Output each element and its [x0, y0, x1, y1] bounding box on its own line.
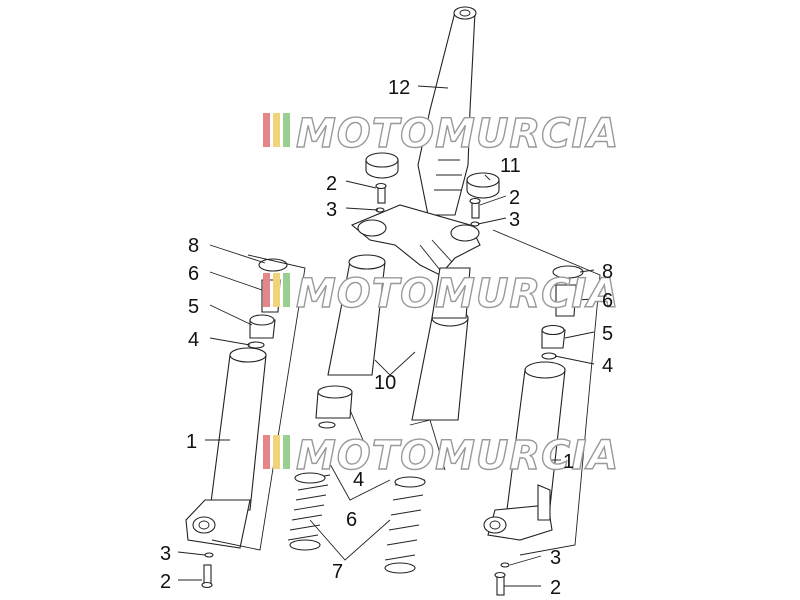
watermark-bottom: MOTOMURCIA	[263, 432, 619, 480]
callout-4-right: 4	[602, 355, 613, 377]
damper-tube-center	[327, 254, 386, 376]
callout-2-top-left: 2	[326, 173, 337, 195]
bolt-top-left	[375, 182, 387, 213]
callout-2-bottom-left: 2	[160, 571, 171, 593]
watermark-text: MOTOMURCIA	[296, 433, 619, 479]
callout-4-center: 4	[353, 469, 364, 491]
watermark-stripe-3	[283, 435, 290, 469]
callout-2-top-right: 2	[509, 187, 520, 209]
watermark-stripe-2	[273, 273, 280, 307]
watermark-stripe-1	[263, 435, 270, 469]
callout-2-bottom-right: 2	[550, 577, 561, 599]
callout-1-right: 1	[563, 451, 574, 473]
callout-3-bottom-right: 3	[550, 547, 561, 569]
leader-lines	[177, 85, 595, 587]
watermark-stripe-3	[283, 273, 290, 307]
seal-stack-right	[541, 265, 584, 360]
callout-5-right: 5	[602, 323, 613, 345]
steering-tube	[417, 6, 477, 216]
lower-center-tube	[411, 267, 471, 421]
spring-left	[287, 472, 331, 551]
callout-6-center: 6	[346, 509, 357, 531]
watermark-text: MOTOMURCIA	[296, 271, 619, 317]
callout-10: 10	[374, 372, 396, 394]
cap-right	[466, 172, 500, 199]
callout-11: 11	[500, 155, 521, 177]
callout-4-left: 4	[188, 329, 199, 351]
callout-3-top-right: 3	[509, 209, 520, 231]
watermark-stripe-3	[283, 113, 290, 147]
callout-3-bottom-left: 3	[160, 543, 171, 565]
cap-left	[365, 152, 399, 179]
watermark-stripe-1	[263, 273, 270, 307]
watermark-top: MOTOMURCIA	[263, 110, 619, 158]
watermark-text: MOTOMURCIA	[296, 111, 619, 157]
watermark-stripe-1	[263, 113, 270, 147]
bolt-bottom-left	[201, 552, 214, 589]
bolt-bottom-right	[494, 562, 510, 596]
watermark-stripe-2	[273, 435, 280, 469]
callout-1-left: 1	[186, 431, 197, 453]
callout-6-left: 6	[188, 263, 199, 285]
bushing-center	[315, 385, 353, 429]
callout-8-right: 8	[602, 261, 613, 283]
fork-leg-right	[483, 361, 566, 541]
callout-7: 7	[332, 561, 343, 583]
watermark-middle: MOTOMURCIA	[263, 270, 619, 318]
callout-5-left: 5	[188, 296, 199, 318]
callout-8-left: 8	[188, 235, 199, 257]
callout-12: 12	[388, 77, 410, 99]
callout-6-right: 6	[602, 290, 613, 312]
spring-right	[384, 476, 426, 574]
fork-leg-left	[185, 347, 267, 549]
steering-yoke	[350, 204, 481, 276]
bolt-top-right	[469, 197, 481, 227]
watermark-stripe-2	[273, 113, 280, 147]
callout-3-top-left: 3	[326, 199, 337, 221]
